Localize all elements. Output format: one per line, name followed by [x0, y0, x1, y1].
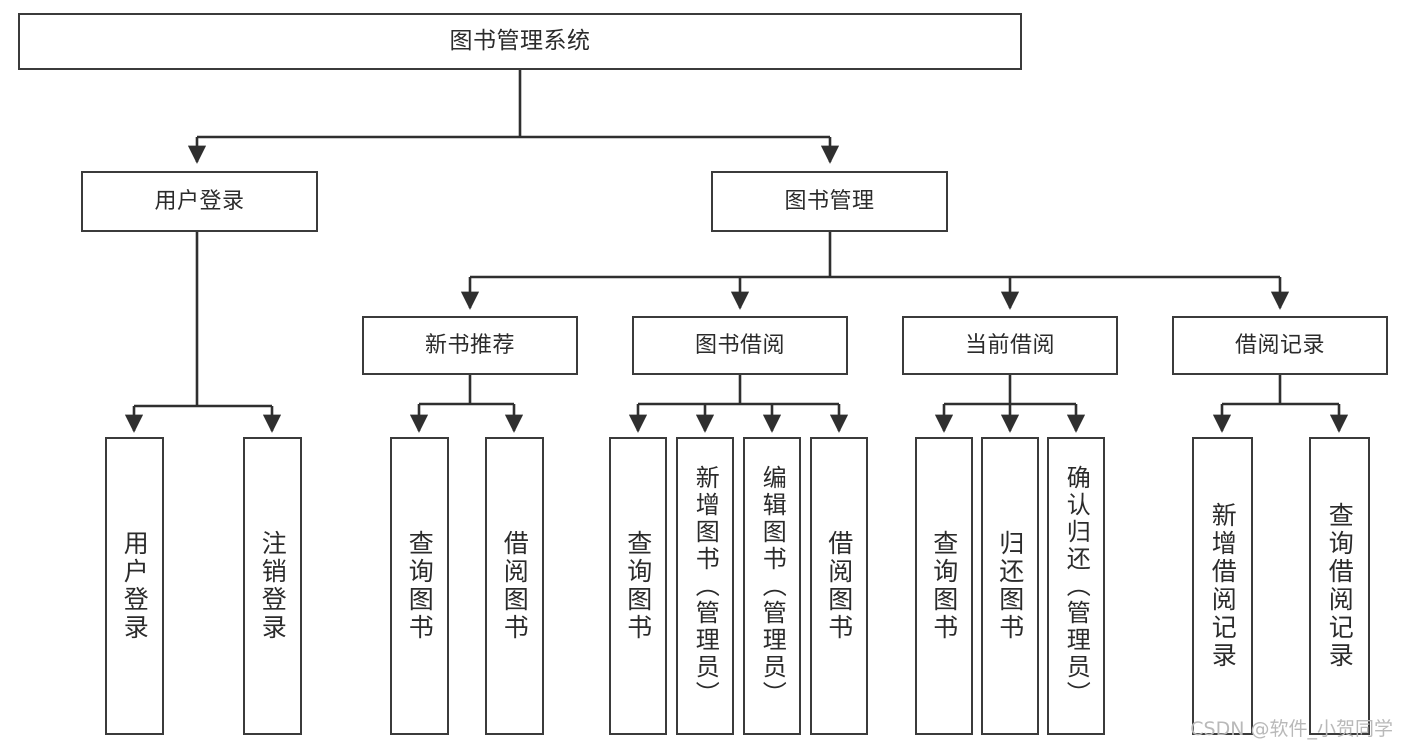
node-borrow-records[interactable]: 借阅记录 [1172, 316, 1388, 375]
leaf-borrow-edit-book-admin[interactable]: 编辑图书（管理员） [743, 437, 801, 735]
node-label: 当前借阅 [964, 332, 1055, 358]
leaf-record-add-record[interactable]: 新增借阅记录 [1192, 437, 1253, 735]
node-label: 新书推荐 [424, 332, 515, 358]
leaf-current-return-books[interactable]: 归还图书 [981, 437, 1039, 735]
node-current-borrowing[interactable]: 当前借阅 [902, 316, 1118, 375]
node-label: 注销登录 [258, 530, 288, 642]
leaf-borrow-add-book-admin[interactable]: 新增图书（管理员） [676, 437, 734, 735]
node-book-management[interactable]: 图书管理 [711, 171, 948, 232]
node-label: 编辑图书（管理员） [758, 464, 787, 708]
leaf-borrow-query-books[interactable]: 查询图书 [609, 437, 667, 735]
node-label: 归还图书 [995, 530, 1025, 642]
node-label: 新增借阅记录 [1208, 502, 1238, 670]
node-label: 图书管理系统 [449, 27, 591, 54]
node-label: 用户登录 [154, 188, 245, 214]
node-label: 借阅记录 [1234, 332, 1325, 358]
csdn-watermark: CSDN @软件_小贺同学 [1190, 718, 1393, 740]
leaf-newbook-query-books[interactable]: 查询图书 [390, 437, 449, 735]
node-label: 借阅图书 [824, 530, 854, 642]
node-label: 图书管理 [784, 188, 875, 214]
node-label: 查询图书 [929, 530, 959, 642]
leaf-user-logout[interactable]: 注销登录 [243, 437, 302, 735]
node-label: 确认归还（管理员） [1062, 464, 1091, 708]
leaf-newbook-borrow-books[interactable]: 借阅图书 [485, 437, 544, 735]
leaf-user-login[interactable]: 用户登录 [105, 437, 164, 735]
node-label: 图书借阅 [694, 332, 785, 358]
node-user-login[interactable]: 用户登录 [81, 171, 318, 232]
node-new-book-recommend[interactable]: 新书推荐 [362, 316, 578, 375]
node-label: 查询借阅记录 [1325, 502, 1355, 670]
node-label: 新增图书（管理员） [691, 464, 720, 708]
node-book-borrowing[interactable]: 图书借阅 [632, 316, 848, 375]
node-label: 借阅图书 [500, 530, 530, 642]
node-label: 查询图书 [405, 530, 435, 642]
node-label: 查询图书 [623, 530, 653, 642]
node-root-system[interactable]: 图书管理系统 [18, 13, 1022, 70]
node-label: 用户登录 [120, 530, 150, 642]
leaf-record-query-record[interactable]: 查询借阅记录 [1309, 437, 1370, 735]
leaf-current-confirm-return-admin[interactable]: 确认归还（管理员） [1047, 437, 1105, 735]
leaf-current-query-books[interactable]: 查询图书 [915, 437, 973, 735]
leaf-borrow-lend-books[interactable]: 借阅图书 [810, 437, 868, 735]
